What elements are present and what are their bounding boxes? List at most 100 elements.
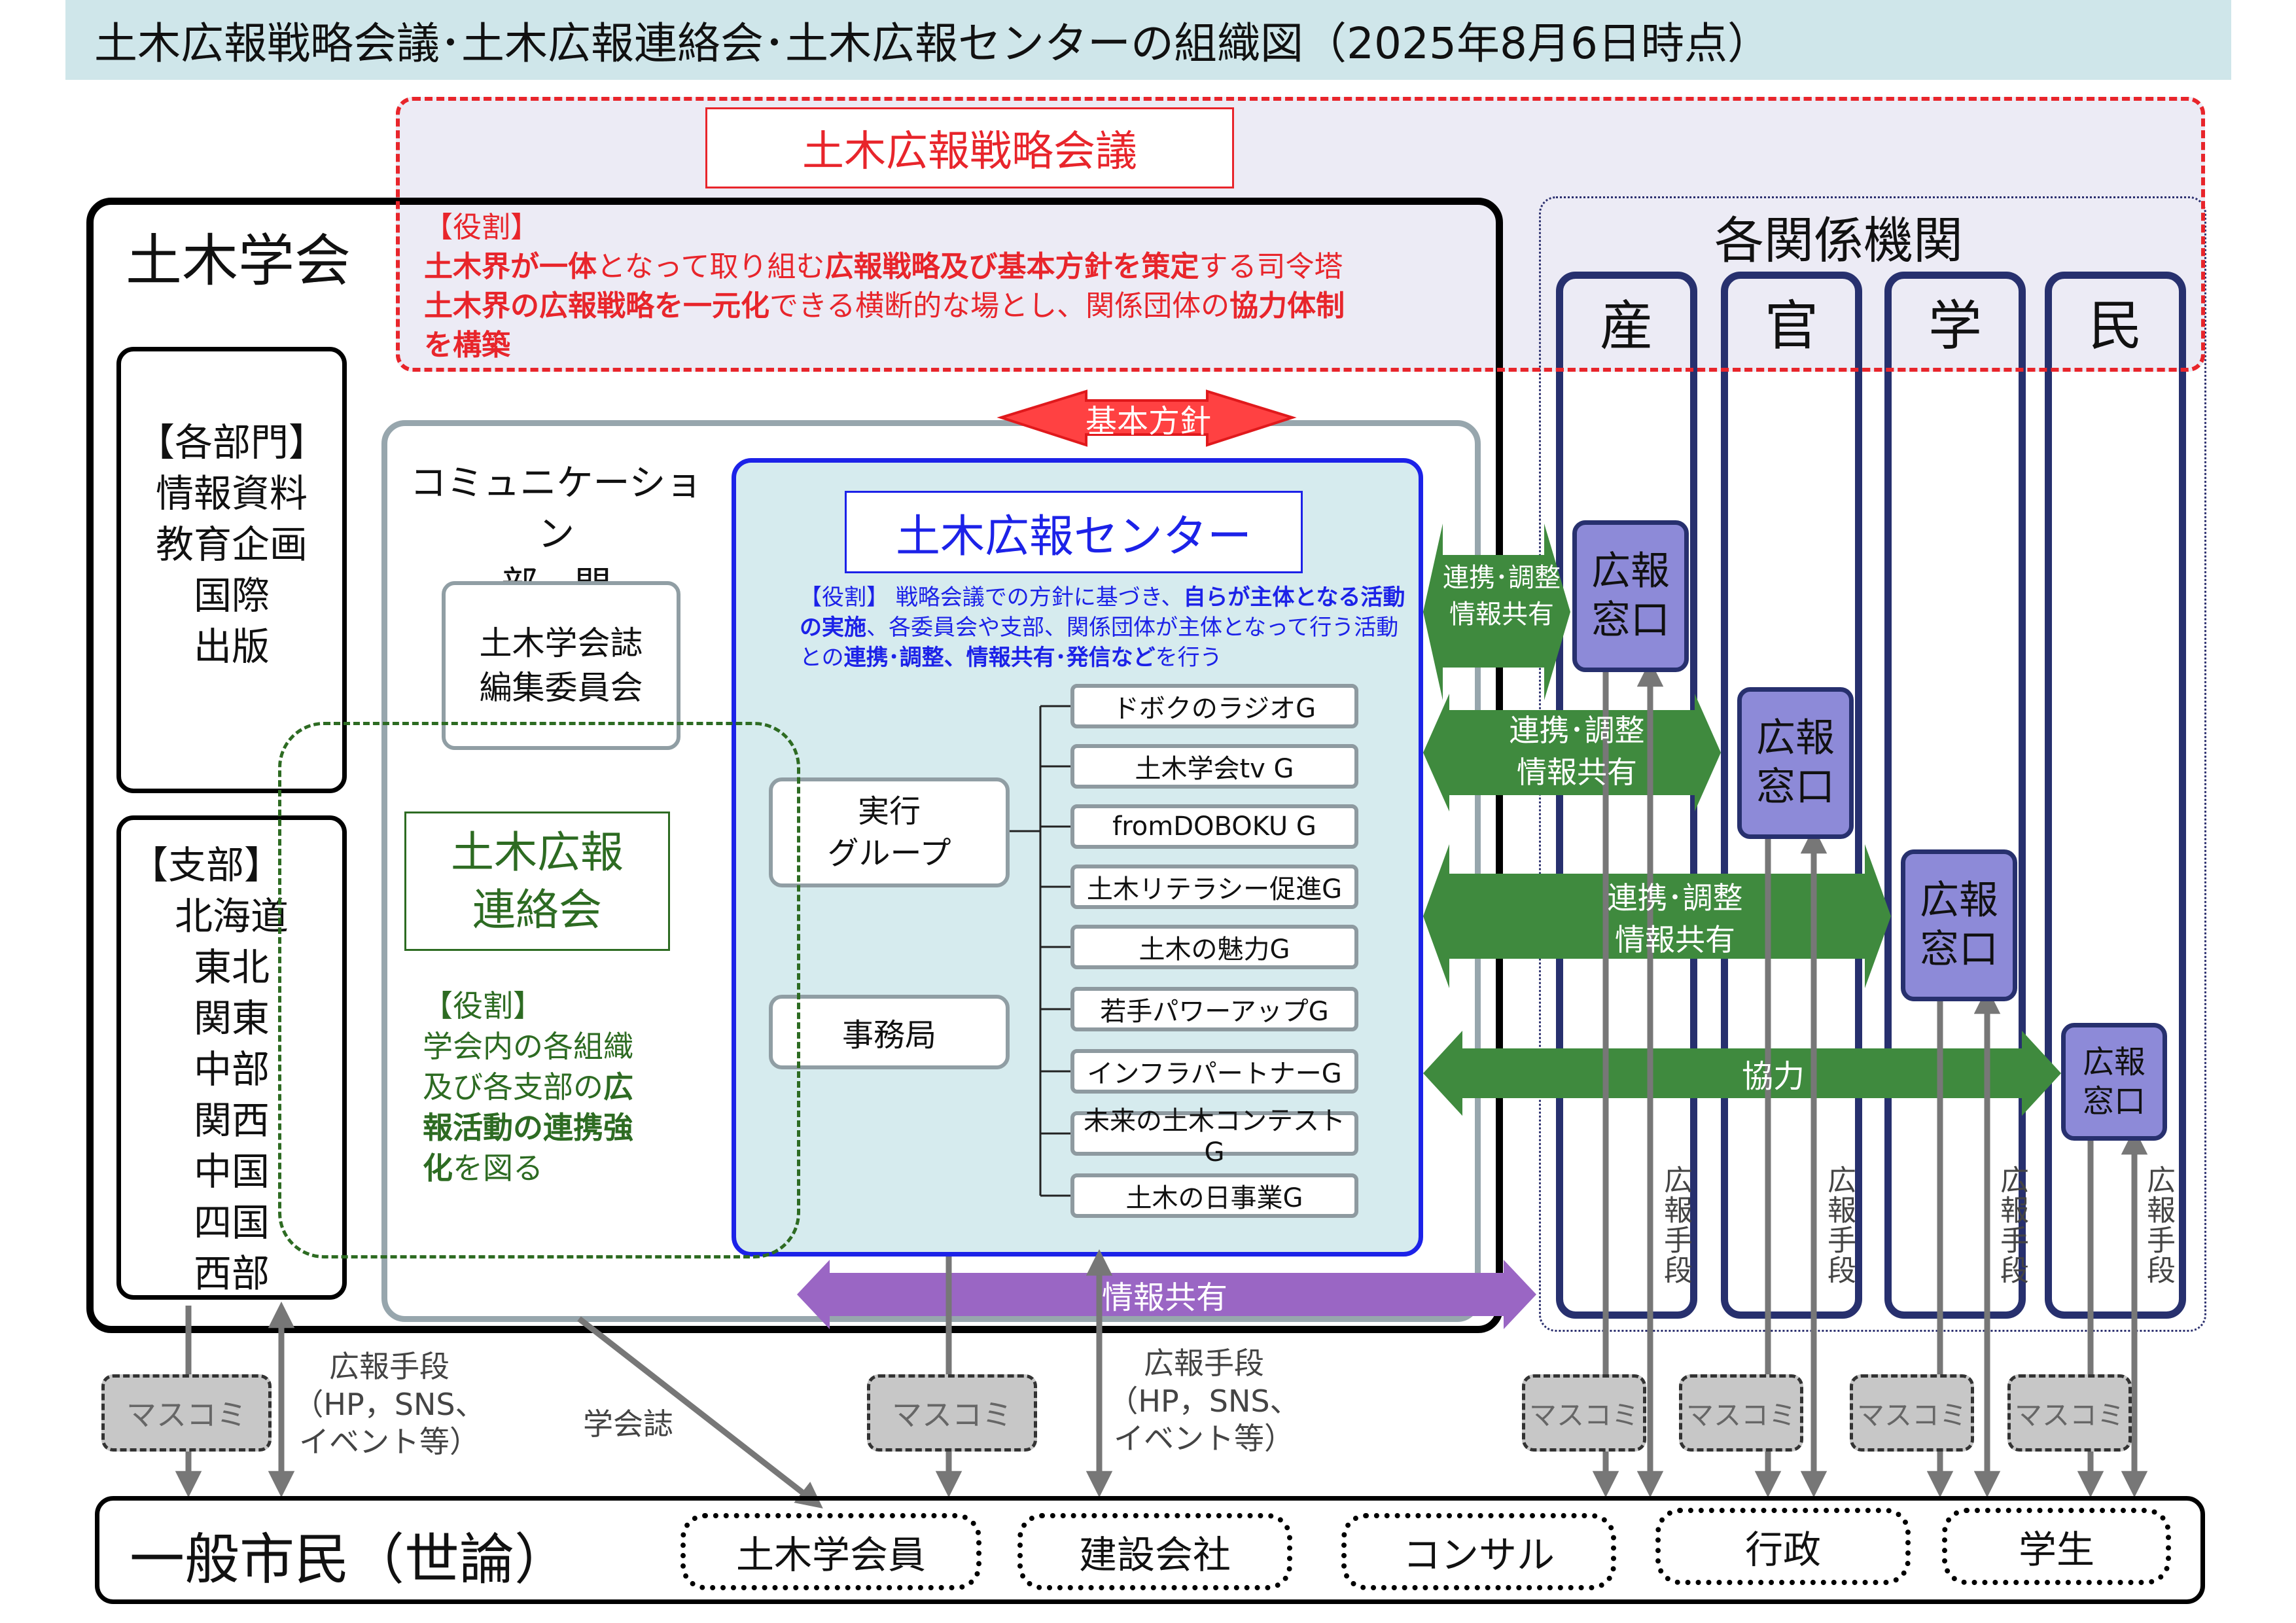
- audience-pill: コンサル: [1341, 1513, 1616, 1590]
- liaison-role-line-3: 報活動の連携強: [423, 1110, 633, 1145]
- exec-group-line-2: グループ: [827, 835, 951, 872]
- audience-pill: 土木学会員: [680, 1513, 981, 1590]
- liaison-title-line-2: 連絡会: [472, 884, 602, 935]
- sector-label: 学: [1928, 294, 1982, 357]
- policy-arrow: [997, 389, 1297, 447]
- coordination-label-line: 情報共有: [1517, 755, 1637, 790]
- divisions-box: 【各部門】 情報資料 教育企画 国際 出版: [116, 347, 347, 793]
- liaison-role: 【役割】 学会内の各組織 及び各支部の広 報活動の連携強 化を図る: [423, 986, 711, 1188]
- exec-group-line-1: 実行: [857, 793, 921, 830]
- liaison-role-line-4: 化を図る: [423, 1150, 543, 1186]
- audience-pill: 建設会社: [1017, 1513, 1292, 1590]
- sector-label: 官: [1764, 294, 1818, 357]
- mass-media-box: マスコミ: [101, 1374, 272, 1452]
- group-item: 土木リテラシー促進G: [1070, 865, 1358, 909]
- branch-item: 四国: [193, 1200, 270, 1245]
- division-item: 出版: [193, 624, 270, 669]
- audience-pill: 学生: [1942, 1508, 2171, 1585]
- branches-box: 【支部】 北海道 東北 関東 中部 関西 中国 四国 西部: [116, 815, 347, 1300]
- pr-center-title: 土木広報センター: [845, 491, 1303, 573]
- coordination-label-line: 連携･調整: [1607, 880, 1743, 916]
- division-item: 国際: [193, 573, 270, 618]
- sector-academia: [1884, 272, 2026, 1319]
- page-title-text: 土木広報戦略会議･土木広報連絡会･土木広報センターの組織図（2025年8月6日時…: [94, 18, 1771, 69]
- group-item: 土木の日事業G: [1070, 1173, 1358, 1218]
- group-tree-lines: [1010, 705, 1070, 1197]
- cooperation-arrow: [1423, 1031, 2061, 1116]
- branch-item: 西部: [193, 1251, 270, 1296]
- page-title: 土木広報戦略会議･土木広報連絡会･土木広報センターの組織図（2025年8月6日時…: [65, 0, 2231, 80]
- general-public-box: [95, 1496, 2205, 1604]
- branch-item: 関東: [193, 996, 270, 1041]
- means-vertical-label: 広報手段: [1659, 1165, 1692, 1285]
- info-share-arrow: [797, 1260, 1536, 1329]
- communication-title-line-1: コミュニケーション: [410, 462, 703, 556]
- journal-label: 学会誌: [583, 1406, 673, 1442]
- means-vertical-label: 広報手段: [1822, 1165, 1856, 1285]
- coordination-label-line: 情報共有: [1615, 922, 1735, 957]
- group-item: 土木学会tv G: [1070, 744, 1358, 789]
- means-label-left: 広報手段（HP，SNS、イベント等）: [293, 1349, 486, 1459]
- coordination-label-government: 連携･調整 情報共有: [1466, 709, 1688, 793]
- jsce-title: 土木学会: [126, 228, 351, 294]
- group-item: 土木の魅力G: [1070, 925, 1358, 969]
- branches-heading: 【支部】: [130, 843, 283, 887]
- division-item: 情報資料: [155, 471, 308, 516]
- coordination-label-line: 情報共有: [1449, 599, 1554, 630]
- group-item: ドボクのラジオG: [1070, 684, 1358, 728]
- means-label-center: 広報手段（HP，SNS、イベント等）: [1108, 1346, 1300, 1456]
- branch-item: 中国: [193, 1149, 270, 1194]
- liaison-dashed-outline: [278, 722, 800, 1258]
- strategy-role-heading: 【役割】: [424, 211, 539, 244]
- secretariat-label: 事務局: [841, 1017, 936, 1054]
- journal-committee-line-1: 土木学会誌: [479, 624, 643, 662]
- group-item: fromDOBOKU G: [1070, 804, 1358, 849]
- journal-committee-line-2: 編集委員会: [479, 669, 643, 707]
- strategy-role: 【役割】 土木界が一体となって取り組む広報戦略及び基本方針を策定する司令塔 土木…: [424, 208, 1471, 365]
- strategy-role-line-2: 土木界の広報戦略を一元化できる横断的な場とし、関係団体の協力体制: [424, 289, 1345, 323]
- sector-private: [2045, 272, 2186, 1319]
- means-vertical-label: 広報手段: [2142, 1165, 2175, 1285]
- means-vertical-label: 広報手段: [1995, 1165, 2028, 1285]
- policy-arrow-label: 基本方針: [1085, 403, 1211, 440]
- branch-item: 中部: [193, 1047, 270, 1092]
- strategy-council-border: [396, 97, 2205, 372]
- coordination-arrow-industry: [1423, 524, 1570, 700]
- mass-media-box: マスコミ: [1679, 1374, 1803, 1452]
- coordination-label-line: 連携･調整: [1509, 713, 1645, 748]
- sector-label: 民: [2088, 294, 2142, 357]
- pr-window-private: 広報窓口: [2061, 1023, 2167, 1141]
- divisions-heading: 【各部門】: [136, 420, 327, 465]
- general-public-label: 一般市民（世論）: [130, 1527, 570, 1592]
- cooperation-label: 協力: [1741, 1058, 1805, 1095]
- liaison-role-line-1: 学会内の各組織: [423, 1029, 633, 1064]
- strategy-role-line-1: 土木界が一体となって取り組む広報戦略及び基本方針を策定する司令塔: [424, 250, 1343, 283]
- division-item: 教育企画: [155, 522, 308, 567]
- mass-media-box: マスコミ: [2007, 1374, 2132, 1452]
- info-share-label: 情報共有: [1101, 1279, 1227, 1316]
- strategy-role-line-3: を構築: [424, 329, 510, 362]
- coordination-label-academia: 連携･調整 情報共有: [1564, 877, 1786, 961]
- pr-window-government: 広報窓口: [1737, 687, 1854, 839]
- pr-center-name: 土木広報センター: [895, 510, 1252, 563]
- liaison-title-line-1: 土木広報: [451, 827, 624, 878]
- audience-pill: 行政: [1655, 1508, 1911, 1585]
- branch-item: 東北: [193, 945, 270, 990]
- coordination-label-line: 連携･調整: [1443, 563, 1561, 593]
- pr-window-academia: 広報窓口: [1901, 849, 2017, 1001]
- strategy-council-title: 土木広報戦略会議: [705, 107, 1234, 188]
- sector-government: [1721, 272, 1862, 1319]
- strategy-council-name: 土木広報戦略会議: [802, 128, 1137, 176]
- liaison-role-heading: 【役割】: [423, 988, 543, 1024]
- mass-media-box: マスコミ: [867, 1374, 1037, 1452]
- sector-label: 産: [1599, 294, 1653, 357]
- branch-item: 関西: [193, 1098, 270, 1143]
- communication-division-box: [381, 420, 1481, 1322]
- secretariat-box: 事務局: [769, 995, 1010, 1069]
- related-orgs-title: 各関係機関: [1714, 211, 1963, 270]
- exec-group-box: 実行 グループ: [769, 777, 1010, 887]
- group-item: インフラパートナーG: [1070, 1049, 1358, 1094]
- mass-media-box: マスコミ: [1522, 1374, 1646, 1452]
- coordination-label-industry: 連携･調整 情報共有: [1433, 560, 1570, 633]
